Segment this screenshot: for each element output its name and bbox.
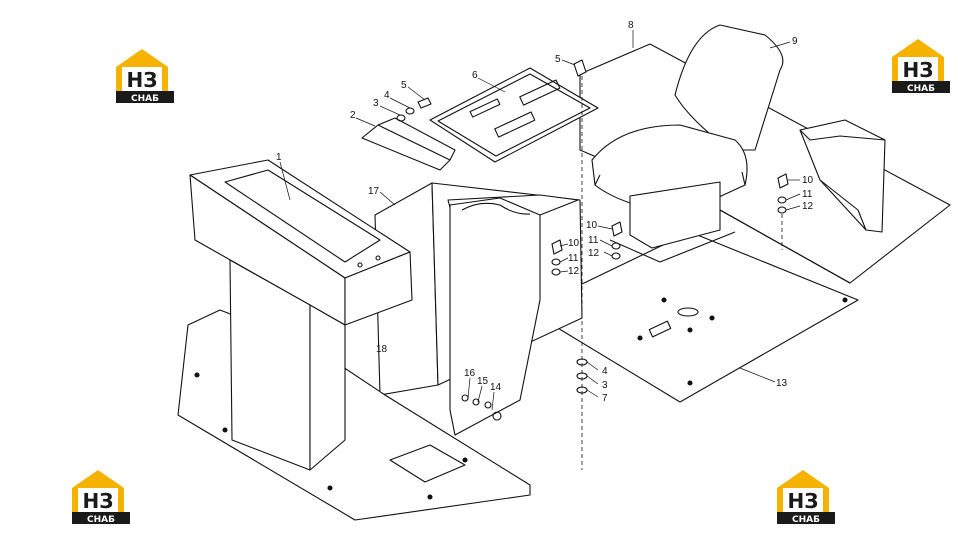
callout-11b: 11 bbox=[588, 235, 599, 246]
logo-caption: СНАБ bbox=[792, 515, 820, 525]
callout-10c: 10 bbox=[802, 175, 814, 186]
callout-16: 16 bbox=[464, 368, 476, 379]
bolt-stack-pedestal bbox=[551, 239, 563, 276]
callout-12a: 12 bbox=[568, 266, 580, 277]
floor-plate-right bbox=[527, 231, 859, 403]
logo-top-left: НЗ СНАБ bbox=[110, 45, 174, 105]
logo-caption: СНАБ bbox=[87, 515, 115, 525]
floor-plate-rear bbox=[579, 43, 951, 284]
brand-logo-icon: НЗ СНАБ bbox=[892, 39, 950, 94]
callout-6: 6 bbox=[472, 70, 478, 81]
bolt-stack-seat bbox=[611, 221, 623, 260]
callout-15: 15 bbox=[477, 376, 489, 387]
callout-3b: 3 bbox=[602, 380, 608, 391]
callout-18: 18 bbox=[376, 344, 388, 355]
callout-5a: 5 bbox=[401, 80, 407, 91]
callout-14: 14 bbox=[490, 382, 502, 393]
callout-9: 9 bbox=[792, 36, 798, 47]
logo-mark: НЗ bbox=[127, 68, 158, 92]
callout-1: 1 bbox=[276, 152, 282, 163]
logo-mark: НЗ bbox=[83, 489, 114, 513]
callout-4b: 4 bbox=[602, 366, 608, 377]
bolt-stack-bin bbox=[777, 173, 789, 250]
callout-10a: 10 bbox=[568, 238, 580, 249]
callout-13: 13 bbox=[776, 378, 788, 389]
logo-caption: СНАБ bbox=[131, 94, 159, 104]
callout-17: 17 bbox=[368, 186, 380, 197]
brand-logo-icon: НЗ СНАБ bbox=[777, 470, 835, 525]
callout-4a: 4 bbox=[384, 90, 390, 101]
callout-12b: 12 bbox=[588, 248, 600, 259]
logo-top-right: НЗ СНАБ bbox=[886, 35, 950, 95]
logo-mark: НЗ bbox=[788, 489, 819, 513]
logo-bottom-right: НЗ СНАБ bbox=[771, 466, 835, 526]
operator-seat bbox=[591, 24, 784, 263]
callout-3a: 3 bbox=[373, 98, 379, 109]
callout-12c: 12 bbox=[802, 201, 814, 212]
callout-8: 8 bbox=[628, 20, 634, 31]
callout-5b: 5 bbox=[555, 54, 561, 65]
front-console bbox=[189, 159, 413, 471]
brand-logo-icon: НЗ СНАБ bbox=[72, 470, 130, 525]
callout-11a: 11 bbox=[568, 253, 579, 264]
logo-bottom-left: НЗ СНАБ bbox=[66, 466, 130, 526]
mounting-bracket bbox=[361, 117, 456, 171]
callout-10b: 10 bbox=[586, 220, 598, 231]
callout-labels: 1 2 3 4 5 6 5 8 9 17 10 11 12 10 11 12 1… bbox=[276, 20, 814, 404]
top-bolt bbox=[573, 59, 587, 470]
side-bin bbox=[799, 119, 886, 233]
callout-2: 2 bbox=[350, 110, 356, 121]
leader-lines bbox=[279, 30, 801, 411]
callout-7: 7 bbox=[602, 393, 608, 404]
cover-plate bbox=[429, 67, 599, 163]
logo-caption: СНАБ bbox=[907, 84, 935, 94]
bracket-fasteners bbox=[396, 97, 432, 122]
brand-logo-icon: НЗ СНАБ bbox=[116, 49, 174, 104]
logo-mark: НЗ bbox=[903, 58, 934, 82]
callout-11c: 11 bbox=[802, 189, 813, 200]
side-column-panel bbox=[449, 197, 541, 436]
